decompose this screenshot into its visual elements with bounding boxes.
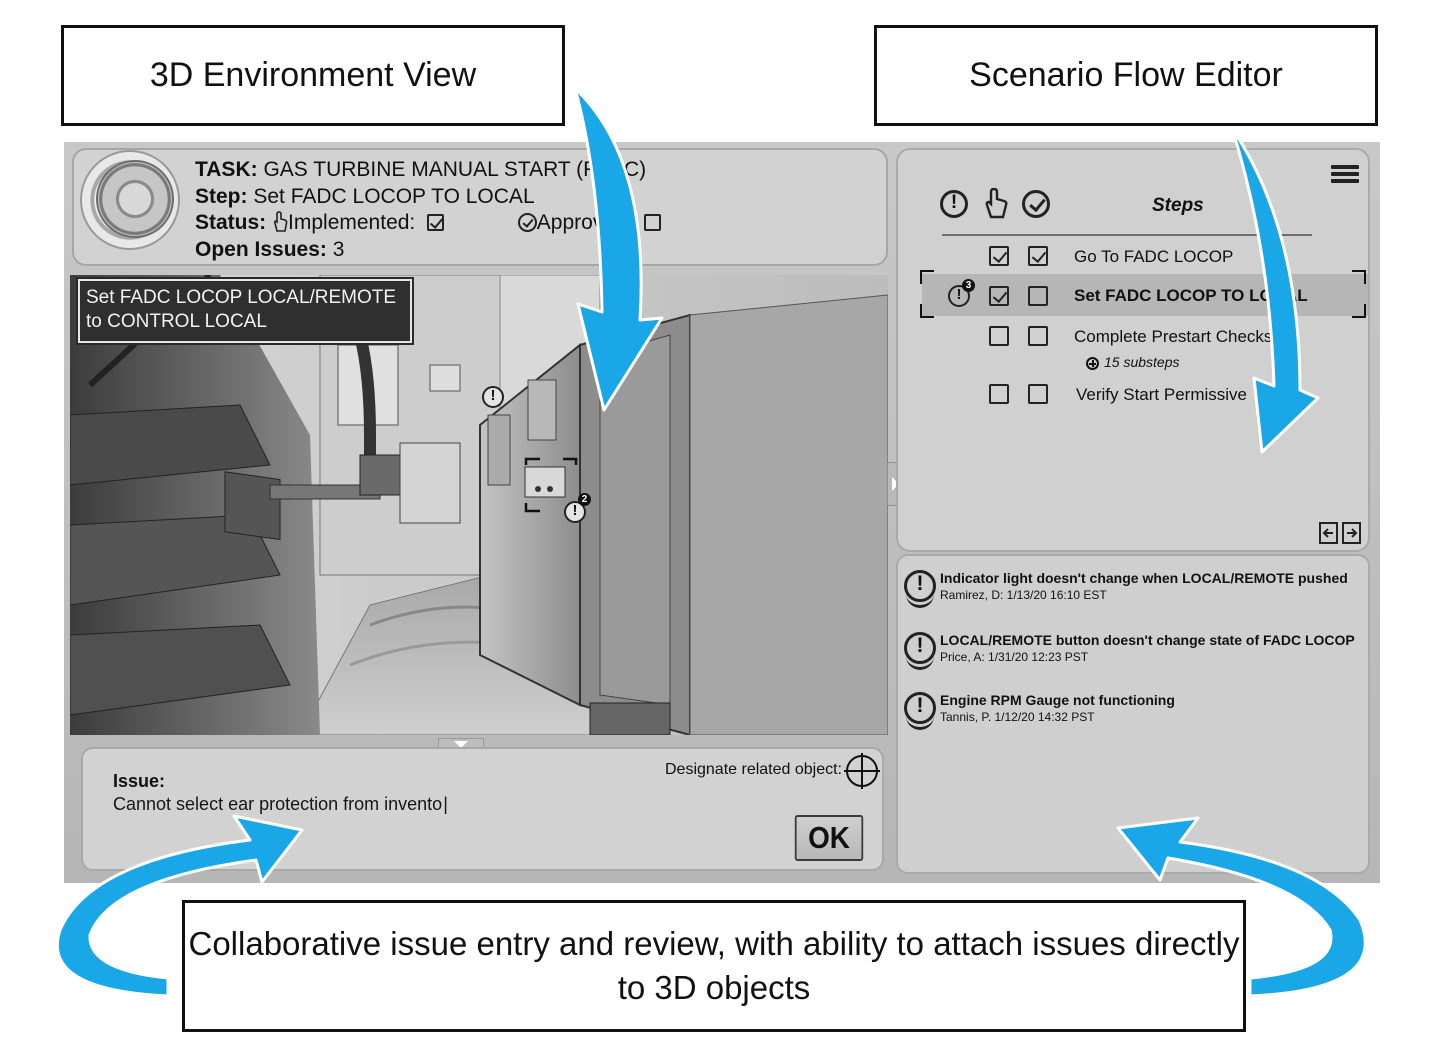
issue-label: Issue:: [113, 771, 166, 791]
open-issues-line: Open Issues: 3: [195, 238, 344, 262]
issue-meta: Ramirez, D: 1/13/20 16:10 EST: [940, 588, 1107, 602]
approved-column-icon: [1022, 190, 1050, 218]
issue-arrow-icon: [906, 594, 934, 608]
panel-split-toggle-icon[interactable]: [1318, 522, 1362, 544]
issue-review-icon: [904, 570, 936, 602]
issue-title: LOCAL/REMOTE button doesn't change state…: [940, 632, 1355, 648]
task-label: TASK:: [195, 158, 258, 181]
issues-list-panel: Indicator light doesn't change when LOCA…: [896, 554, 1370, 874]
issue-list-item[interactable]: Engine RPM Gauge not functioning Tannis,…: [902, 690, 1362, 734]
callout-3d-environment-view: 3D Environment View: [61, 25, 565, 126]
issue-arrow-icon: [906, 716, 934, 730]
step-approved-checkbox[interactable]: [1028, 384, 1048, 404]
step-caption-overlay: Set FADC LOCOP LOCAL/REMOTE to CONTROL L…: [76, 277, 414, 345]
issue-list-item[interactable]: LOCAL/REMOTE button doesn't change state…: [902, 630, 1362, 674]
scene-issue-marker-icon[interactable]: [482, 386, 504, 408]
implemented-column-hand-icon: [982, 187, 1010, 220]
step-implemented-checkbox[interactable]: [989, 286, 1009, 306]
selection-bracket: [1352, 270, 1366, 284]
scenario-steps-panel: Steps Go To FADC LOCOP 3 Set FADC LOCOP …: [896, 148, 1370, 552]
plus-circle-icon: [1086, 357, 1099, 370]
steps-divider: [942, 234, 1312, 236]
issue-text-input[interactable]: Cannot select ear protection from invent…: [113, 794, 448, 815]
implemented-hand-icon: [272, 211, 288, 239]
callout-collaborative-issues: Collaborative issue entry and review, wi…: [182, 900, 1246, 1032]
step-label: Step:: [195, 185, 248, 208]
command-seal-logo: [96, 160, 174, 238]
issue-meta: Price, A: 1/31/20 12:23 PST: [940, 650, 1089, 664]
3d-scene-render: [70, 275, 888, 735]
selection-bracket: [920, 304, 934, 318]
step-label: Verify Start Permissive: [1076, 385, 1247, 404]
step-approved-checkbox[interactable]: [1028, 246, 1048, 266]
task-header: TASK: GAS TURBINE MANUAL START (FADC) St…: [72, 148, 888, 266]
selection-bracket: [1352, 304, 1366, 318]
approved-check-icon: [517, 213, 537, 232]
step-row[interactable]: Complete Prestart Checks 15 substeps: [898, 322, 1372, 376]
approved-label: Approved:: [536, 211, 633, 234]
app-window: TASK: GAS TURBINE MANUAL START (FADC) St…: [64, 142, 1380, 883]
step-row-selected[interactable]: 3 Set FADC LOCOP TO LOCAL: [922, 274, 1368, 316]
open-issues-count: 3: [332, 238, 345, 261]
substeps-expander[interactable]: 15 substeps: [1086, 354, 1180, 370]
issue-title: Indicator light doesn't change when LOCA…: [940, 570, 1348, 586]
approved-checkbox[interactable]: [644, 214, 662, 231]
step-issue-count-badge: 3: [962, 279, 975, 292]
step-approved-checkbox[interactable]: [1028, 286, 1048, 306]
issue-arrow-icon: [906, 656, 934, 670]
step-implemented-checkbox[interactable]: [989, 384, 1009, 404]
step-label: Go To FADC LOCOP: [1074, 247, 1234, 266]
substeps-count: 15 substeps: [1104, 354, 1180, 370]
implemented-label: Implemented:: [288, 211, 416, 234]
open-issues-label: Open Issues:: [195, 238, 327, 261]
task-line: TASK: GAS TURBINE MANUAL START (FADC): [195, 158, 646, 182]
issue-title: Engine RPM Gauge not functioning: [940, 692, 1175, 708]
step-label: Complete Prestart Checks: [1074, 327, 1273, 346]
steps-column-title: Steps: [1152, 195, 1204, 216]
step-line: Step: Set FADC LOCOP TO LOCAL: [195, 185, 535, 209]
callout-scenario-flow-editor: Scenario Flow Editor: [874, 25, 1378, 126]
step-row[interactable]: Verify Start Permissive: [898, 380, 1372, 410]
status-line: Status: Implemented: Approved:: [195, 211, 662, 239]
crosshair-icon[interactable]: [844, 753, 880, 789]
step-label: Set FADC LOCOP TO LOCAL: [1074, 286, 1308, 305]
issues-column-icon: [940, 190, 968, 218]
3d-environment-viewport[interactable]: Set FADC LOCOP LOCAL/REMOTE to CONTROL L…: [70, 275, 888, 735]
step-value: Set FADC LOCOP TO LOCAL: [253, 185, 535, 208]
step-row[interactable]: Go To FADC LOCOP: [898, 242, 1372, 272]
scene-issue-count-badge: 2: [578, 493, 591, 506]
status-label: Status:: [195, 211, 267, 234]
issue-entry-panel: Issue: Cannot select ear protection from…: [81, 747, 884, 871]
selection-bracket: [920, 270, 934, 284]
task-value: GAS TURBINE MANUAL START (FADC): [263, 158, 647, 181]
step-implemented-checkbox[interactable]: [989, 326, 1009, 346]
step-approved-checkbox[interactable]: [1028, 326, 1048, 346]
issue-meta: Tannis, P. 1/12/20 14:32 PST: [940, 710, 1095, 724]
scene-issue-with-count-icon[interactable]: [564, 501, 586, 523]
ok-button[interactable]: OK: [794, 815, 864, 861]
designate-object-label: Designate related object:: [665, 761, 842, 778]
step-implemented-checkbox[interactable]: [989, 246, 1009, 266]
implemented-checkbox[interactable]: [427, 214, 445, 231]
menu-icon[interactable]: [1330, 162, 1360, 188]
issue-list-item[interactable]: Indicator light doesn't change when LOCA…: [902, 568, 1362, 612]
